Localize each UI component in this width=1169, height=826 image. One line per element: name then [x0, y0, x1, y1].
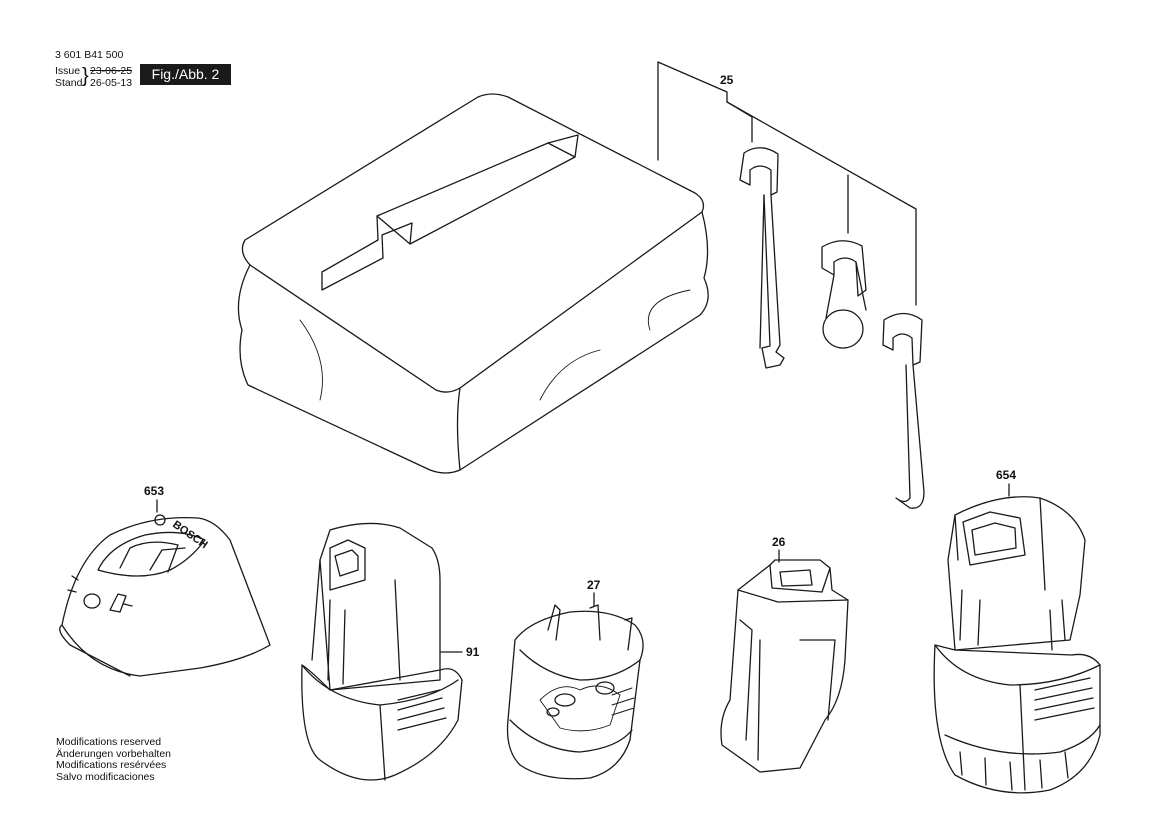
stand-date: 26-05-13 — [90, 77, 133, 89]
storage-bag — [237, 93, 709, 474]
modifications-notice: Modifications reserved Änderungen vorbeh… — [56, 736, 172, 783]
belt-clip-long — [739, 147, 785, 369]
issue-label: Issue — [55, 65, 81, 77]
notice-line-de: Änderungen vorbehalten — [56, 747, 172, 760]
battery-654 — [933, 496, 1101, 794]
cover-26 — [720, 559, 849, 773]
stand-label: Stand — [55, 77, 83, 89]
callout-25: 25 — [720, 73, 734, 87]
belt-clip-hook — [882, 312, 925, 509]
notice-line-en: Modifications reserved — [56, 736, 162, 748]
callout-653: 653 — [144, 484, 164, 498]
clip-leader-lines — [657, 61, 917, 306]
belt-clip-short — [821, 240, 867, 349]
notice-line-fr: Modifications resérvées — [56, 759, 167, 771]
charger-653 — [59, 514, 271, 677]
battery-91 — [301, 522, 463, 781]
callout-27: 27 — [587, 578, 601, 592]
issue-date: 23-06-25 — [90, 65, 133, 77]
callout-654: 654 — [996, 468, 1016, 482]
battery-base-27 — [506, 604, 644, 780]
callout-91: 91 — [466, 645, 480, 659]
notice-line-es: Salvo modificaciones — [56, 770, 155, 783]
callout-26: 26 — [772, 535, 786, 549]
header-bracket: } — [82, 65, 89, 87]
document-number: 3 601 B41 500 — [55, 49, 124, 61]
figure-label: Fig./Abb. 2 — [140, 64, 231, 85]
charger-brand-text: BOSCH — [170, 519, 209, 552]
